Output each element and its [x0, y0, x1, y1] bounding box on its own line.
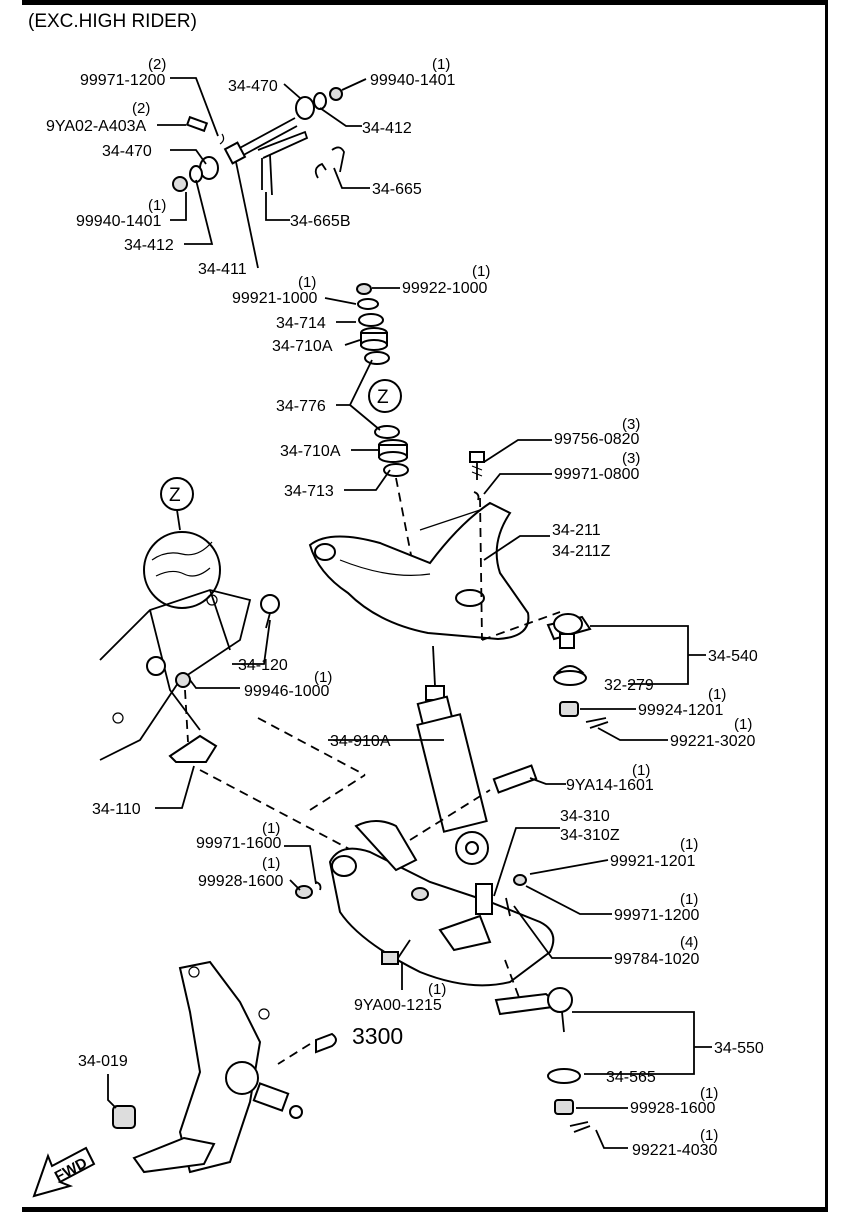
part-number-label: 99221-3020: [670, 733, 756, 750]
qty-label: (1): [734, 716, 752, 733]
shock-absorber: [409, 645, 538, 865]
part-number-label: 34-540: [708, 648, 758, 665]
part-number-label: 99921-1000: [232, 290, 318, 307]
qty-label: (1): [148, 197, 166, 214]
qty-label: (1): [632, 762, 650, 779]
part-number-label: 99946-1000: [244, 683, 330, 700]
part-number-label: 34-710A: [272, 338, 333, 355]
part-number-label: 34-550: [714, 1040, 764, 1057]
part-number-label: 9YA14-1601: [566, 777, 654, 794]
qty-label: (2): [148, 56, 166, 73]
part-number-label: 34-665: [372, 181, 422, 198]
qty-label: (3): [622, 450, 640, 467]
part-number-label: 99971-1600: [196, 835, 282, 852]
part-number-label: 99971-1200: [80, 72, 166, 89]
part-number-label: 34-211Z: [552, 543, 611, 560]
leader-lines: [107, 77, 712, 1149]
part-number-label: 99921-1201: [610, 853, 696, 870]
bolt-99756: [469, 451, 485, 501]
part-number-label: 99922-1000: [402, 280, 488, 297]
part-number-label: 34-411: [198, 261, 247, 278]
lower-control-arm: [295, 820, 555, 1001]
diagram-title: (EXC.HIGH RIDER): [28, 11, 197, 32]
part-number-label: 34-776: [276, 398, 326, 415]
qty-label: (4): [680, 934, 698, 951]
part-number-label: 34-470: [102, 143, 152, 160]
part-number-label: 99221-4030: [632, 1142, 718, 1159]
right-rule: [825, 0, 828, 1212]
upper-ball-joint: [546, 613, 609, 729]
lower-ball-joint: [494, 987, 591, 1133]
qty-label: (1): [428, 981, 446, 998]
part-number-label: 99928-1600: [198, 873, 284, 890]
part-number-label: 34-910A: [330, 733, 391, 750]
part-number-label: 34-470: [228, 78, 278, 95]
reference-number: 3300: [352, 1023, 403, 1049]
qty-label: (1): [708, 686, 726, 703]
part-number-label: 34-412: [362, 120, 412, 137]
qty-label: (1): [700, 1085, 718, 1102]
upper-control-arm: [308, 497, 561, 641]
part-number-label: 32-279: [604, 677, 654, 694]
part-number-label: 34-019: [78, 1053, 128, 1070]
part-number-label: 34-412: [124, 237, 174, 254]
part-number-label: 34-310: [560, 808, 610, 825]
qty-label: (1): [680, 836, 698, 853]
part-number-label: 34-310Z: [560, 827, 620, 844]
part-number-label: 9YA00-1215: [354, 997, 442, 1014]
svg-text:Z: Z: [169, 485, 181, 506]
qty-label: (1): [314, 669, 332, 686]
qty-label: (1): [262, 855, 280, 872]
view-z-callout-main: Z: [368, 379, 402, 413]
part-labels: (2) 99971-1200 (2) 9YA02-A403A 34-470 (1…: [46, 56, 764, 1159]
part-number-label: 99928-1600: [630, 1100, 716, 1117]
qty-label: (1): [700, 1127, 718, 1144]
qty-label: (1): [680, 891, 698, 908]
qty-label: (3): [622, 416, 640, 433]
part-number-label: 34-211: [552, 522, 601, 539]
view-z-callout-detail: Z: [143, 477, 221, 609]
part-number-label: 34-565: [606, 1069, 656, 1086]
part-number-label: 34-120: [238, 657, 288, 674]
top-rule: [22, 0, 828, 5]
part-number-label: 99940-1401: [370, 72, 456, 89]
part-number-label: 99940-1401: [76, 213, 162, 230]
part-number-label: 34-713: [284, 483, 334, 500]
qty-label: (1): [432, 56, 450, 73]
part-number-label: 99756-0820: [554, 431, 640, 448]
qty-label: (2): [132, 100, 150, 117]
part-number-label: 99784-1020: [614, 951, 700, 968]
part-number-label: 34-714: [276, 315, 326, 332]
part-number-label: 34-110: [92, 801, 141, 818]
qty-label: (1): [298, 274, 316, 291]
part-number-label: 34-665B: [290, 213, 351, 230]
part-number-label: 99971-1200: [614, 907, 700, 924]
bottom-rule: [22, 1207, 828, 1212]
qty-label: (1): [472, 263, 490, 280]
fwd-arrow: FWD: [32, 1146, 96, 1198]
view-marker-label: Z: [377, 387, 389, 408]
part-number-label: 99971-0800: [554, 466, 640, 483]
shock-mount-stack: [356, 283, 413, 561]
part-number-label: 34-710A: [280, 443, 341, 460]
steering-knuckle: [112, 960, 337, 1174]
part-number-label: 99924-1201: [638, 702, 724, 719]
frame-bracket: [99, 589, 371, 861]
part-number-label: 9YA02-A403A: [46, 118, 147, 135]
qty-label: (1): [262, 820, 280, 837]
stabilizer-link-group: [172, 87, 345, 196]
